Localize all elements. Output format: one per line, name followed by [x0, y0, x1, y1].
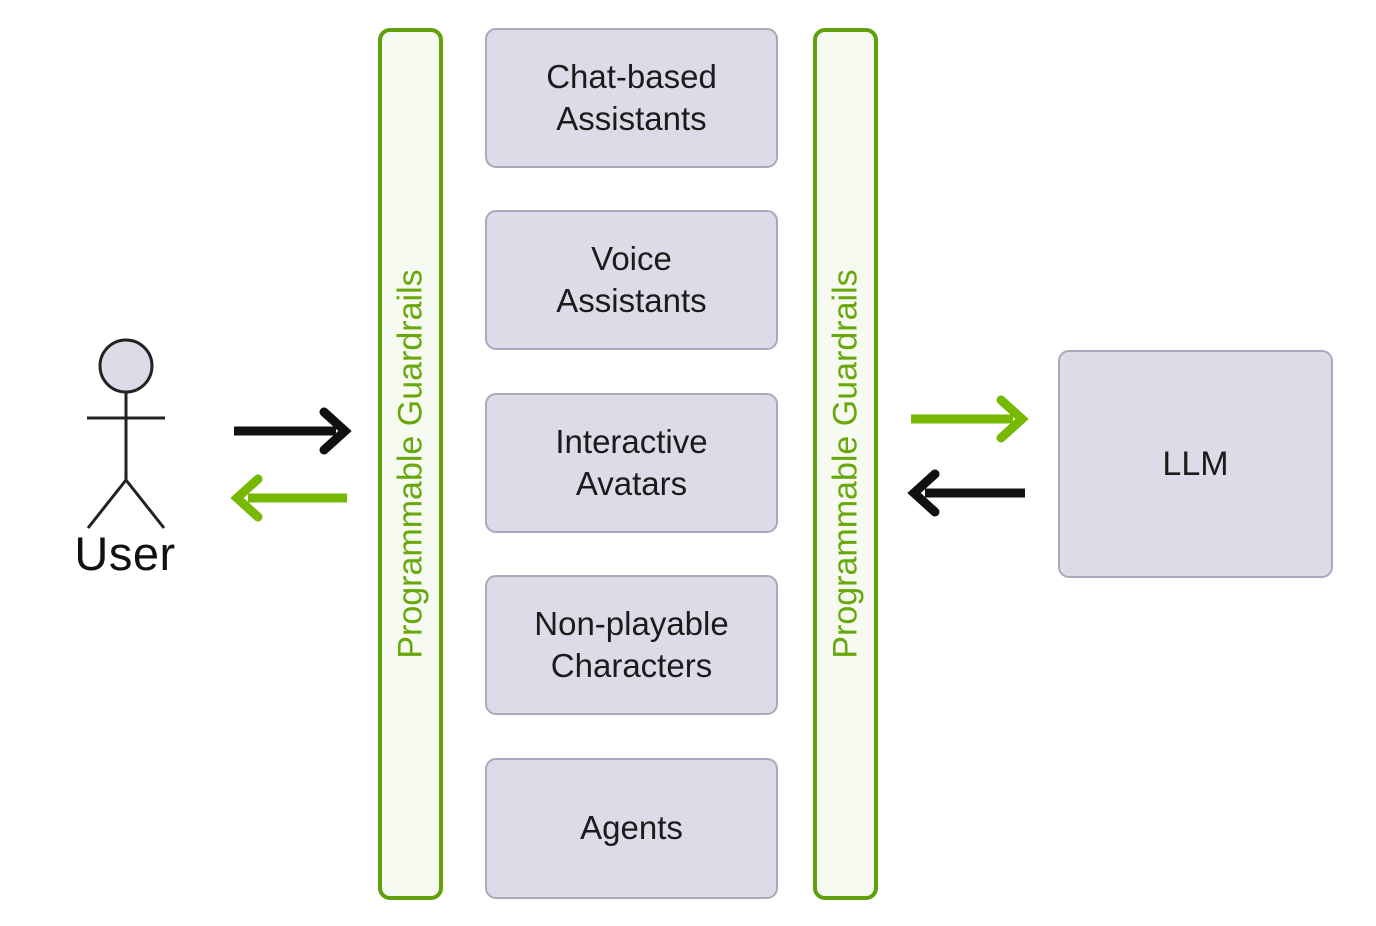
guardrail-left-label: Programmable Guardrails — [391, 269, 430, 659]
programmable-guardrails-right: Programmable Guardrails — [813, 28, 878, 900]
guardrail-right-label: Programmable Guardrails — [826, 269, 865, 659]
app-box-label: Agents — [580, 809, 683, 847]
app-box-label: Non-playable Characters — [534, 604, 729, 684]
app-box-agents[interactable]: Agents — [485, 758, 778, 899]
flow-guardrail-to-llm — [905, 395, 1030, 443]
flow-guardrail-to-user — [230, 474, 352, 522]
user-label: User — [74, 527, 176, 580]
flow-llm-to-guardrail — [905, 469, 1030, 517]
app-box-non-playable-characters[interactable]: Non-playable Characters — [485, 575, 778, 715]
user-actor-figure — [60, 330, 260, 590]
arrow-head-right-icon — [996, 395, 1029, 443]
llm-label: LLM — [1162, 445, 1229, 483]
llm-box[interactable]: LLM — [1058, 350, 1333, 578]
app-box-interactive-avatars[interactable]: Interactive Avatars — [485, 393, 778, 533]
programmable-guardrails-left: Programmable Guardrails — [378, 28, 443, 900]
app-box-voice-assistants[interactable]: Voice Assistants — [485, 210, 778, 350]
actor-head-icon — [98, 338, 154, 394]
arrow-head-right-icon — [319, 407, 352, 455]
actor-leg-right — [124, 479, 166, 529]
app-box-label: Interactive Avatars — [555, 422, 708, 502]
app-box-label: Voice Assistants — [556, 239, 707, 319]
arrow-head-left-icon — [230, 474, 263, 522]
arrow-head-left-icon — [907, 469, 940, 517]
app-box-chat-based-assistants[interactable]: Chat-based Assistants — [485, 28, 778, 168]
flow-user-to-guardrail — [232, 407, 352, 455]
actor-leg-left — [86, 479, 128, 529]
app-box-label: Chat-based Assistants — [546, 57, 717, 137]
